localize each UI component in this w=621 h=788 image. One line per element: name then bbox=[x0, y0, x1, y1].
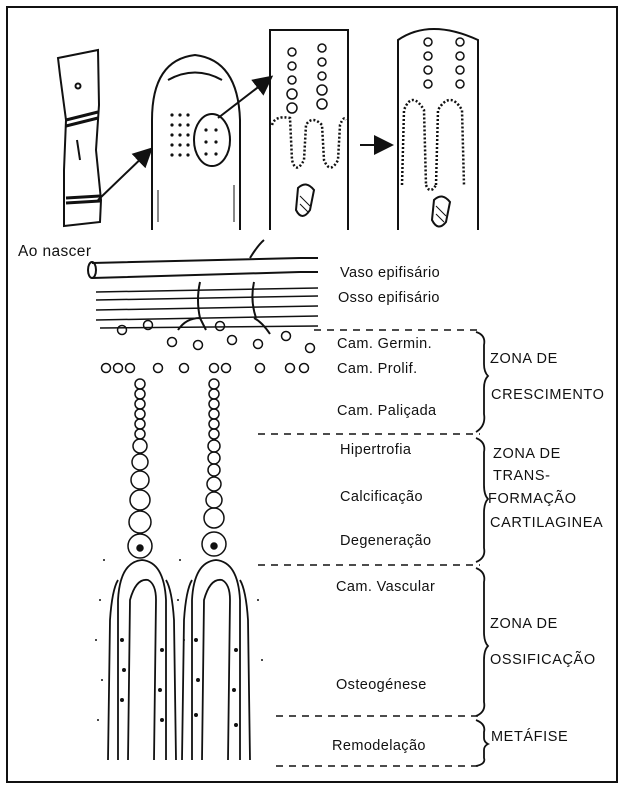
stage-1-bone bbox=[58, 50, 101, 226]
palisade-column-right bbox=[202, 379, 226, 556]
stage-3-bone bbox=[270, 30, 348, 230]
palisade-column-left bbox=[128, 379, 152, 558]
stage-3-cells bbox=[287, 44, 327, 113]
arrow-2 bbox=[218, 78, 270, 118]
zone-ossification-2: OSSIFICAÇÃO bbox=[490, 653, 596, 668]
arrow-1 bbox=[98, 150, 150, 200]
zone-transformation-4: CARTILAGINEA bbox=[490, 516, 603, 531]
zone-ossification-1: ZONA DE bbox=[490, 617, 558, 632]
zone-transformation-2: TRANS- bbox=[493, 469, 551, 484]
layer-label-degeneration: Degeneração bbox=[340, 534, 431, 549]
layer-label-vaso-epifisario: Vaso epifisário bbox=[340, 266, 440, 281]
zone-transformation-3: FORMAÇÃO bbox=[488, 492, 577, 507]
vascular-loop-left bbox=[108, 560, 176, 760]
zone-braces bbox=[476, 332, 488, 766]
layer-label-calcification: Calcificação bbox=[340, 490, 423, 505]
germinal-cells bbox=[118, 321, 315, 353]
layer-label-osteogenesis: Osteogénese bbox=[336, 678, 427, 693]
vascular-loop-right bbox=[182, 560, 250, 760]
stage-4-bone bbox=[398, 29, 478, 230]
layer-label-vascular: Cam. Vascular bbox=[336, 580, 435, 595]
layer-label-hypertrophy: Hipertrofia bbox=[340, 443, 411, 458]
zone-metaphysis: METÁFISE bbox=[491, 730, 568, 745]
birth-caption: Ao nascer bbox=[18, 244, 91, 260]
layer-label-palisade: Cam. Paliçada bbox=[337, 404, 437, 419]
stage-2-bone bbox=[152, 55, 240, 230]
layer-label-proliferative: Cam. Prolif. bbox=[337, 362, 418, 377]
epiphyseal-bone bbox=[96, 282, 318, 334]
zone-growth-title-1: ZONA DE bbox=[490, 352, 558, 367]
proliferative-cells bbox=[102, 364, 309, 373]
zone-growth-title-2: CRESCIMENTO bbox=[491, 388, 604, 403]
epiphyseal-vessel bbox=[88, 240, 318, 278]
stage-4-cells bbox=[424, 38, 464, 88]
layer-label-remodeling: Remodelação bbox=[332, 739, 426, 754]
zone-transformation-1: ZONA DE bbox=[493, 447, 561, 462]
layer-label-osso-epifisario: Osso epifisário bbox=[338, 291, 440, 306]
layer-label-germinal: Cam. Germin. bbox=[337, 337, 432, 352]
